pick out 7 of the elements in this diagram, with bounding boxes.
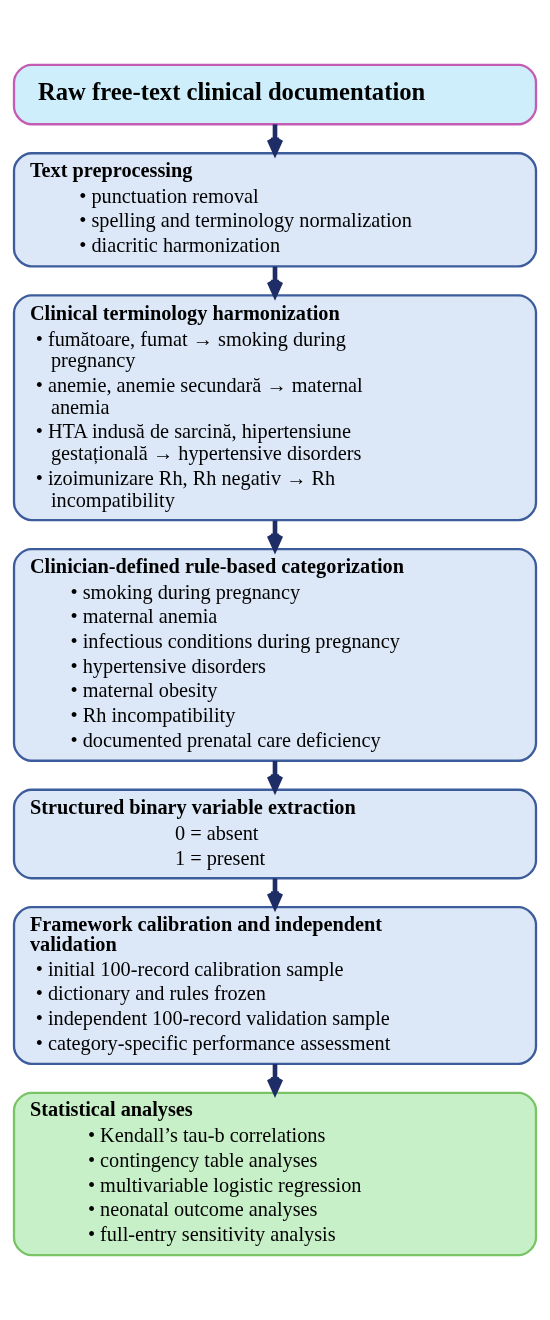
node-box: Framework calibration and independent validation • initial 100-record calibration sample • dictionary and rules frozen • independent 100-record validation sample • category-specific performance assessment	[12, 906, 538, 1065]
node-box: Structured binary variable extraction 0 = absent 1 = present	[12, 788, 538, 880]
node-box: Clinician-defined rule-based categorization • smoking during pregnancy • maternal anemia • infectious conditions during pregnancy • hypertensive disorders • maternal obesity • Rh incompatibility • documented prenatal care deficiency	[12, 547, 538, 762]
node-box: Text preprocessing • punctuation removal • spelling and terminology normalization • diacritic harmonization	[12, 152, 538, 268]
node-box: Statistical analyses • Kendall’s tau-b correlations • contingency table analyses • multivariable logistic regression • neonatal outcome analyses • full-entry sensitivity analysis	[12, 1091, 538, 1257]
node-box: Raw free-text clinical documentation	[12, 63, 538, 126]
node-box: Clinical terminology harmonization • fumătoare, fumat → smoking during pregnancy • anemie, anemie secundară → maternal anemia • HTA indusă de sarcină, hipertensiune gestațională → hypertensive disorders • izoimunizare Rh, Rh negativ → Rh incompatibility	[12, 294, 538, 522]
